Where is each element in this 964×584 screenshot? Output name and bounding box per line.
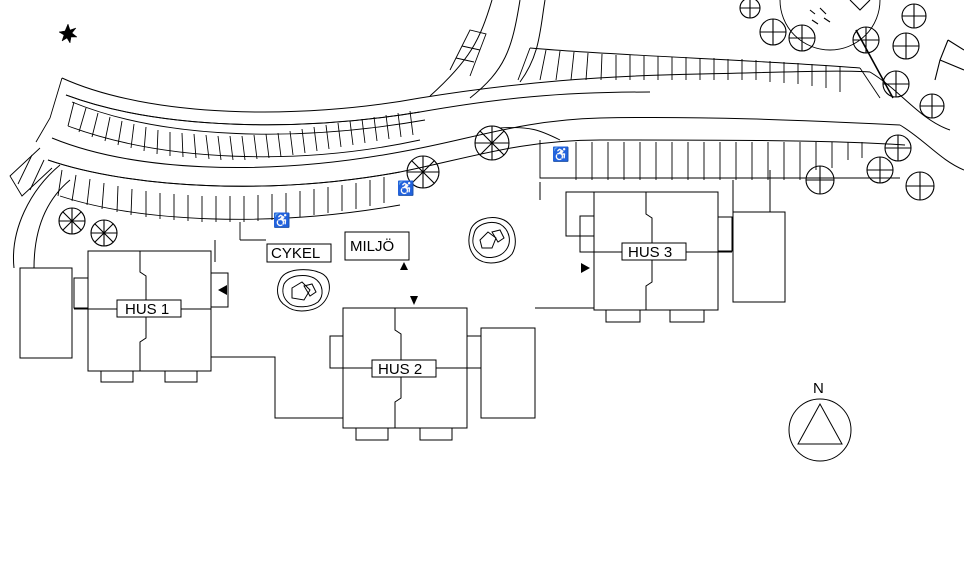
entry-arrows	[218, 262, 590, 305]
tree-icon	[884, 134, 912, 162]
building-label-hus-2: HUS 2	[378, 361, 422, 378]
recycling-box	[344, 231, 410, 261]
entry-arrow-hus3	[581, 263, 590, 273]
accessible-parking-icon: ♿	[397, 180, 414, 197]
tree-icon	[406, 155, 440, 189]
accessible-parking-icon: ♿	[273, 212, 290, 229]
tree-icon	[882, 70, 910, 98]
tree-icon	[852, 26, 880, 54]
tree-icon	[901, 3, 927, 29]
recycling-label: MILJÖ	[350, 237, 394, 255]
tree-symbols	[58, 0, 964, 247]
entry-arrow-hus2	[410, 296, 418, 305]
tree-icon	[866, 156, 894, 184]
parking-row-south-west	[47, 159, 401, 240]
footpath	[12, 164, 541, 269]
parking-stalls-west-corner	[9, 147, 53, 197]
accessible-parking-icon: ♿	[552, 146, 569, 163]
building-label-hus-1: HUS 1	[125, 301, 169, 318]
entry-arrow-hus1	[218, 285, 227, 295]
north-arrow	[788, 398, 852, 462]
parking-stalls-nw	[67, 101, 421, 161]
building-hus-2	[211, 307, 536, 441]
tree-icon	[919, 93, 945, 119]
building-label-hus-3: HUS 3	[628, 244, 672, 261]
parking-row-north-east	[517, 29, 894, 99]
parking-row-south-east	[499, 127, 900, 180]
tree-icon	[474, 125, 510, 161]
tree-icon	[90, 219, 118, 247]
bike-shed-box	[266, 243, 332, 263]
north-label: N	[813, 380, 824, 397]
tree-icon	[788, 24, 816, 52]
tree-icon	[805, 165, 835, 195]
tree-icon	[759, 18, 787, 46]
rock-cluster-center	[468, 217, 516, 264]
parking-row-north-west	[35, 77, 426, 143]
parking-stalls-north	[449, 29, 487, 77]
tree-icon	[905, 171, 935, 201]
entry-arrow-miljo	[400, 262, 408, 270]
tree-icon	[58, 207, 86, 235]
bike-shed-label: CYKEL	[271, 245, 320, 262]
tree-icon	[739, 0, 761, 19]
rock-cluster-west	[277, 269, 330, 312]
tree-icon	[892, 32, 920, 60]
star-symbol	[58, 23, 78, 44]
road	[47, 0, 964, 187]
